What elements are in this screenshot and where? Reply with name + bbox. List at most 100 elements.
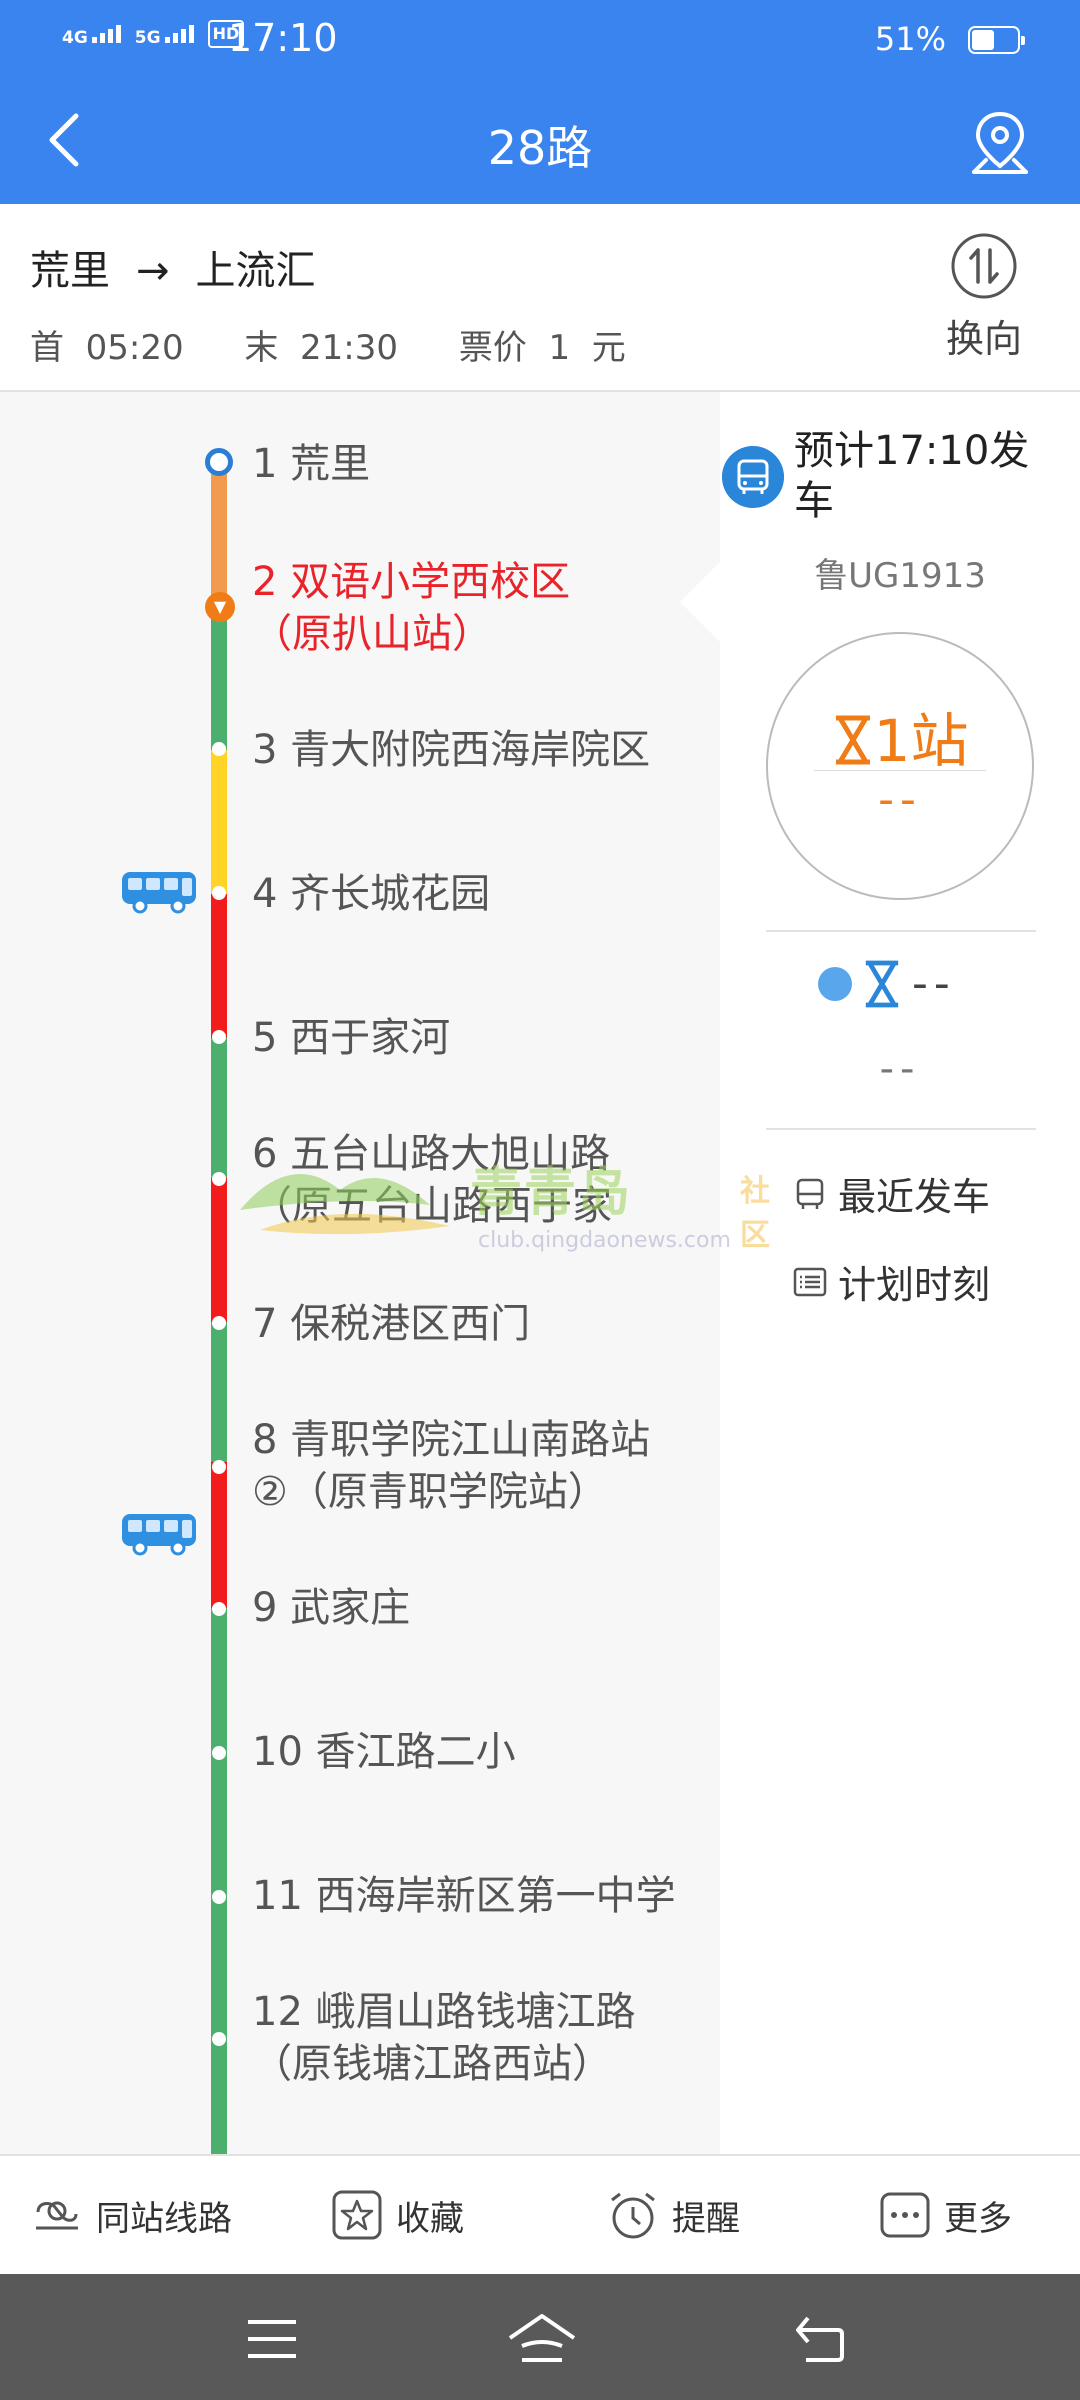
system-nav-bar [0, 2274, 1080, 2400]
stop-dot [212, 1460, 226, 1474]
stop-item[interactable]: 7 保税港区西门 [252, 1298, 722, 1350]
status-dot-icon [818, 966, 852, 1001]
license-plate: 鲁UG1913 [814, 556, 986, 596]
first-bus: 首 05:20 [30, 328, 184, 368]
bus-icon[interactable] [120, 1512, 198, 1556]
recent-departures-link[interactable]: 最近发车 [792, 1166, 990, 1221]
transfer-icon [36, 2201, 78, 2230]
divider [814, 770, 986, 771]
stop-dot [212, 1316, 226, 1330]
stop-name: 3 青大附院西海岸院区 [252, 727, 651, 773]
track-segment [211, 1178, 227, 1322]
fare: 票价 1 元 [458, 328, 626, 368]
reminder-button[interactable]: 提醒 [606, 2188, 740, 2242]
stop-item-selected[interactable]: 2 双语小学西校区 （原扒山站） [252, 556, 722, 660]
stop-item[interactable]: 6 五台山路大旭山路 （原五台山路西于家 [252, 1128, 722, 1232]
stop-item[interactable]: 10 香江路二小 [252, 1726, 722, 1778]
bus-station-icon [722, 446, 784, 508]
status-bar: 4G 5G HD 17:10 51% [0, 0, 1080, 82]
stop-item[interactable]: 11 西海岸新区第一中学 [252, 1870, 722, 1922]
stop-alias: （原钱塘江路西站） [252, 2041, 612, 2087]
stop-name: 4 齐长城花园 [252, 871, 491, 917]
stop-name: 10 香江路二小 [252, 1729, 516, 1775]
star-icon [332, 2190, 382, 2240]
battery-icon [968, 26, 1025, 54]
next-bus-value: -- [912, 958, 956, 1009]
stop-name: 5 西于家河 [252, 1015, 451, 1061]
list-icon [793, 1267, 827, 1296]
menu-icon[interactable] [240, 2312, 304, 2366]
last-bus: 末 21:30 [244, 328, 399, 368]
stop-name: 9 武家庄 [252, 1585, 411, 1631]
signal-indicators: 4G 5G HD [62, 20, 245, 48]
track-segment [211, 1462, 227, 1608]
stop-name: 6 五台山路大旭山路 [252, 1131, 611, 1177]
same-station-routes-button[interactable]: 同站线路 [30, 2188, 232, 2242]
route-info-panel: 荒里 → 上流汇 首 05:20 末 21:30 票价 1 元 换向 [0, 204, 1080, 392]
signal-4g: 4G [62, 25, 121, 48]
signal-5g: 5G [135, 25, 194, 48]
bottom-action-bar: 同站线路 收藏 提醒 更多 [0, 2154, 1080, 2276]
stop-item[interactable]: 12 峨眉山路钱塘江路（原钱塘江路西站） [252, 1986, 722, 2090]
departure-estimate: 预计17:10发车 [794, 428, 1030, 524]
selected-stop-pointer [680, 560, 722, 644]
more-label: 更多 [944, 2198, 1012, 2239]
stop-alias: （原五台山路西于家 [252, 1183, 612, 1229]
top-nav-bar: 28路 [0, 82, 1080, 204]
recent-departures-label: 最近发车 [838, 1175, 991, 1219]
swap-direction-button[interactable]: 换向 [924, 232, 1044, 363]
network-label-2: 5G [134, 28, 161, 48]
stop-list[interactable] [0, 392, 720, 2154]
more-button[interactable]: 更多 [878, 2188, 1012, 2242]
stop-item[interactable]: 1 荒里 [252, 438, 722, 490]
stop-dot [212, 1030, 226, 1044]
more-icon [880, 2192, 930, 2238]
same-station-routes-label: 同站线路 [96, 2198, 232, 2239]
stop-dot [212, 1746, 226, 1760]
clock: 17:10 [228, 16, 338, 60]
track-segment [211, 1608, 227, 2154]
stop-alias: ②（原青职学院站） [252, 1469, 608, 1515]
back-arrow-icon[interactable] [38, 110, 98, 170]
stop-dot [212, 1890, 226, 1904]
network-label-1: 4G [62, 28, 88, 48]
arrival-countdown-circle[interactable]: 1站 -- [766, 632, 1034, 900]
favorite-button[interactable]: 收藏 [330, 2188, 464, 2242]
stop-item[interactable]: 8 青职学院江山南路站 ②（原青职学院站） [252, 1414, 722, 1518]
back-nav-icon[interactable] [790, 2312, 854, 2366]
track-segment [211, 1038, 227, 1178]
stop-item[interactable]: 9 武家庄 [252, 1582, 722, 1634]
route-direction: 荒里 → 上流汇 [30, 238, 316, 296]
route-arrow: → [136, 248, 170, 294]
stop-dot [212, 886, 226, 900]
origin-stop-dot [205, 448, 233, 476]
home-icon[interactable] [506, 2312, 578, 2366]
divider [766, 1128, 1036, 1130]
track-segment [211, 750, 227, 894]
bus-icon[interactable] [120, 870, 198, 914]
reminder-label: 提醒 [672, 2198, 740, 2239]
time-away: -- [878, 774, 922, 825]
stop-dot [212, 1602, 226, 1616]
stops-away: 1站 [768, 694, 1032, 778]
stop-item[interactable]: 3 青大附院西海岸院区 [252, 724, 722, 776]
swap-direction-label: 换向 [945, 317, 1022, 361]
track-segment [211, 462, 227, 608]
hd-badge: HD [207, 20, 245, 48]
next-bus-row: -- [818, 958, 956, 1009]
stop-item[interactable]: 4 齐长城花园 [252, 868, 722, 920]
stop-item[interactable]: 5 西于家河 [252, 1012, 722, 1064]
schedule-link[interactable]: 计划时刻 [792, 1254, 990, 1309]
alarm-clock-icon [611, 2192, 655, 2239]
stop-name: 2 双语小学西校区 [252, 559, 571, 605]
stop-alias: （原扒山站） [252, 611, 492, 657]
stop-name: 8 青职学院江山南路站 [252, 1417, 651, 1463]
stop-name: 11 西海岸新区第一中学 [252, 1873, 676, 1919]
stop-name: 7 保税港区西门 [252, 1301, 531, 1347]
map-pin-icon[interactable] [964, 108, 1036, 180]
hourglass-icon [865, 960, 899, 1007]
stop-dot [212, 1172, 226, 1186]
track-segment [211, 1322, 227, 1462]
route-destination: 上流汇 [195, 248, 316, 294]
route-origin: 荒里 [30, 248, 110, 294]
